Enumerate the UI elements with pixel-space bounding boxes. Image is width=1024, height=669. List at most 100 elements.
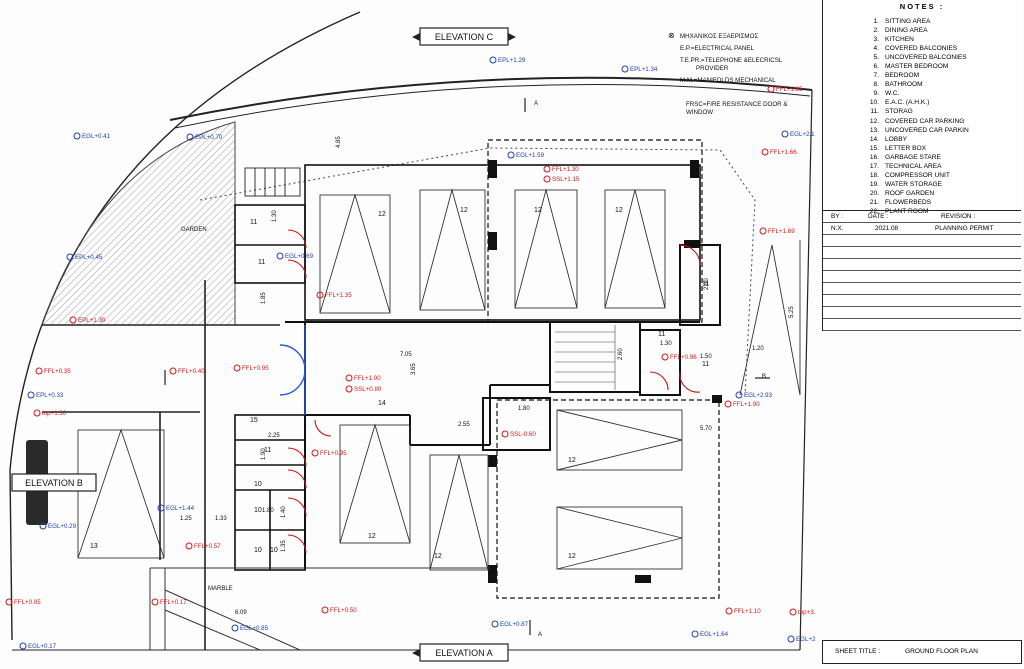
note-text: LOBBY [885, 135, 907, 143]
level-marker-icon [661, 353, 669, 361]
room-tag: 12 [615, 207, 623, 214]
room-tag: 10 [254, 481, 262, 488]
sheet-title-block: SHEET TITLE : GROUND FLOOR PLAN [822, 640, 1022, 664]
plot-boundary [9, 11, 361, 641]
dimension-label: 1.80 [518, 406, 530, 412]
level-annotation: EGL+0.87 [500, 621, 529, 628]
note-number: 9. [873, 90, 880, 98]
level-marker-icon [543, 175, 551, 183]
note-item: 7.BEDROOM [859, 71, 969, 80]
dimension-label: 2.80 [704, 278, 710, 290]
room-tag: 10 [254, 547, 262, 554]
dimension-label: 1.33 [215, 516, 227, 522]
dimension-label: 1.50 [700, 354, 712, 360]
level-annotation: FFL+0.17 [160, 599, 187, 606]
level-annotation: top+3. [798, 609, 816, 616]
level-annotation: EPL+0.70 [195, 134, 223, 141]
dimension-label: 2.25 [268, 433, 280, 439]
level-marker-icon [27, 391, 35, 399]
level-marker-icon [724, 400, 732, 408]
note-item: 14. LOBBY [859, 135, 969, 144]
dimension-label: 2.55 [458, 422, 470, 428]
parking-bays [77, 188, 683, 571]
elevation-c-arrow-r [508, 33, 516, 41]
note-text: KITCHEN [885, 36, 914, 44]
level-annotation: EGL+0.69 [285, 253, 314, 260]
revision-empty-row [823, 271, 1021, 283]
level-annotation: FFL+1.90 [733, 401, 760, 408]
level-marker-icon [276, 252, 284, 260]
level-marker-icon [507, 151, 515, 159]
note-number: 1. [873, 18, 880, 25]
elevation-boxes [11, 27, 509, 662]
level-marker-icon [345, 385, 353, 393]
level-marker-icon [491, 620, 499, 628]
garden-hatch [41, 121, 236, 326]
note-number: 16. [869, 153, 879, 161]
level-marker-icon [186, 133, 194, 141]
note-item: 11.STORAG [859, 107, 969, 116]
level-annotation: EGL+2.1 [790, 131, 815, 138]
note-number: 17. [869, 162, 879, 170]
lower-block-dashed [496, 399, 720, 599]
note-number: 3. [873, 36, 880, 44]
elevation-a-arrow [412, 649, 420, 657]
dimension-label: 5.25 [789, 306, 795, 318]
note-number: 2. [873, 27, 880, 35]
level-marker-icon [321, 606, 329, 614]
level-marker-icon [316, 291, 324, 299]
dimension-label: 1.40 [281, 506, 287, 518]
level-marker-icon [69, 316, 77, 324]
dimension-label: 1.20 [752, 346, 764, 352]
revision-empty-row [823, 307, 1021, 319]
revision-rev-header: REVISION : [941, 213, 976, 220]
section-markers [164, 98, 770, 635]
note-number: 4. [873, 45, 880, 53]
level-annotation: EGL+0.29 [48, 523, 77, 530]
note-text: E.A.C. (A.H.K.) [885, 99, 930, 107]
room-tag: 15 [250, 417, 258, 424]
level-marker-icon [735, 391, 743, 399]
dimension-label: 2.60 [618, 348, 624, 360]
misc-label: A [538, 632, 542, 638]
revision-empty-row [823, 283, 1021, 295]
room-tag: 11 [658, 331, 665, 338]
level-marker-icon [73, 132, 81, 140]
misc-label: B [762, 374, 766, 380]
revision-empty-row [823, 235, 1021, 247]
note-number: 13. [869, 126, 879, 134]
note-text: MASTER BEDROOM [885, 63, 949, 71]
level-annotation: top+1.30 [42, 410, 67, 417]
revision-empty-row [823, 259, 1021, 271]
level-annotation: FFL+0.50 [330, 607, 357, 614]
revision-empty-row [823, 295, 1021, 307]
note-text: UNCOVERED BALCONIES [885, 54, 967, 62]
revision-header-row: BY : DATE : REVISION : [823, 211, 1021, 223]
note-text: STORAG [885, 108, 913, 116]
level-marker-icon [489, 56, 497, 64]
level-annotation: SSL+0.80 [354, 386, 382, 393]
level-annotation: FFL+1.66 [770, 149, 797, 156]
dimension-label: 1.25 [180, 516, 192, 522]
level-annotation: FFL+0.57 [194, 543, 221, 550]
note-text: ROOF GARDEN [885, 189, 935, 197]
level-marker-icon [5, 598, 13, 606]
left-storage [234, 204, 306, 571]
sheet-title-label: SHEET TITLE : [835, 648, 881, 655]
elevation-a-label: ELEVATION A [435, 648, 492, 658]
note-number: 7. [873, 72, 880, 80]
note-item: 13.UNCOVERED CAR PARKIN [859, 126, 969, 135]
level-marker-icon [233, 364, 241, 372]
plot-boundary-top-inner [174, 83, 811, 129]
legend-text: WINDOW [686, 109, 713, 116]
note-item: 22.PLANT ROOM [859, 207, 969, 216]
dimension-label: 1.30 [660, 341, 672, 347]
room-tag: 12 [434, 553, 442, 560]
note-number: 14. [869, 135, 879, 143]
dimension-label: 4.85 [336, 136, 342, 148]
note-text: FLOWERBEDS [885, 198, 932, 206]
note-item: 18.COMPRESSOR UNIT [859, 171, 969, 180]
